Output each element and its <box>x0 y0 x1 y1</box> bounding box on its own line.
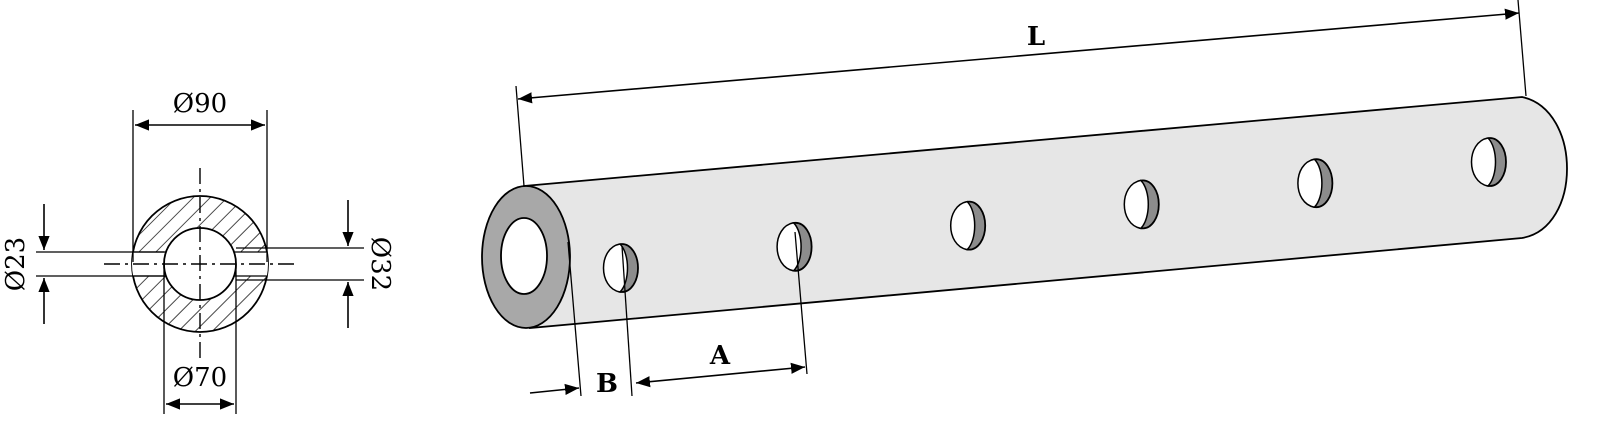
tube-view: L B A <box>481 0 1568 399</box>
right-hole-diameter-label: Ø32 <box>365 237 395 291</box>
tube-body <box>523 96 1568 329</box>
cross-section-view: Ø90 Ø70 Ø23 Ø32 <box>1 89 395 414</box>
tube-hole <box>949 200 987 251</box>
tube-hole <box>1297 158 1334 209</box>
tube-hole <box>1123 179 1160 230</box>
tube-hole <box>602 243 639 293</box>
hole-spacing-dimension-line <box>635 362 806 388</box>
hole-spacing-label: A <box>709 341 731 371</box>
outer-diameter-label: Ø90 <box>173 89 227 119</box>
edge-offset-label: B <box>596 369 618 399</box>
edge-offset-dimension-line <box>529 383 580 395</box>
left-hole-diameter-label: Ø23 <box>1 237 31 291</box>
length-dimension-line <box>517 8 1520 104</box>
inner-diameter-label: Ø70 <box>173 363 227 393</box>
tube-hole <box>776 221 813 272</box>
tube-end-bore <box>500 217 548 295</box>
tube-holes <box>602 137 1507 293</box>
length-label: L <box>1027 22 1045 52</box>
tube-hole <box>1470 137 1507 187</box>
